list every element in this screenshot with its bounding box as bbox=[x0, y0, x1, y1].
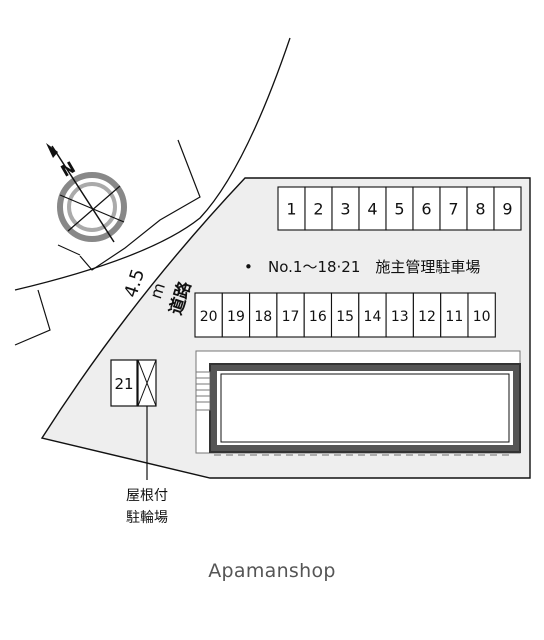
bicycle-label-line2: 駐輪場 bbox=[126, 509, 168, 526]
parking-space-3 bbox=[331, 186, 360, 231]
parking-space-4 bbox=[358, 186, 387, 231]
parking-space-label-2: 2 bbox=[313, 200, 323, 219]
parking-space-label-17: 17 bbox=[282, 309, 300, 325]
parking-space-10 bbox=[467, 292, 496, 338]
apartment-building bbox=[195, 350, 521, 456]
parking-space-label-8: 8 bbox=[475, 200, 485, 219]
parking-space-5 bbox=[385, 186, 414, 231]
parking-space-7 bbox=[439, 186, 468, 231]
parking-space-label-19: 19 bbox=[227, 309, 245, 325]
parking-space-17 bbox=[276, 292, 305, 338]
road-edge-left-corner bbox=[57, 244, 81, 256]
parking-space-6 bbox=[412, 186, 441, 231]
parking-space-label-4: 4 bbox=[367, 200, 377, 219]
parking-note: No.1～18·21 施主管理駐車場 bbox=[268, 258, 480, 276]
parking-space-2 bbox=[304, 186, 333, 231]
parking-space-label-15: 15 bbox=[336, 309, 354, 325]
parking-space-14 bbox=[358, 292, 387, 338]
bicycle-label-line1: 屋根付 bbox=[126, 488, 168, 504]
parking-space-label-14: 14 bbox=[364, 309, 382, 325]
neighbor-boundary-lower bbox=[14, 289, 51, 346]
parking-space-12 bbox=[412, 292, 442, 338]
brand-logo-text: Apamanshop bbox=[208, 560, 336, 582]
compass-icon bbox=[46, 143, 127, 243]
parking-space-label-6: 6 bbox=[421, 200, 431, 219]
parking-space-label-10: 10 bbox=[473, 309, 491, 325]
parking-space-21 bbox=[110, 359, 138, 407]
note-bullet: • bbox=[244, 258, 253, 276]
parking-space-11 bbox=[440, 292, 469, 338]
parking-space-13 bbox=[385, 292, 414, 338]
parking-space-9 bbox=[493, 186, 522, 231]
parking-space-label-16: 16 bbox=[309, 309, 327, 325]
parking-row-bottom: 20 19 18 17 16 15 14 13 12 11 10 bbox=[194, 292, 496, 338]
parking-space-label-13: 13 bbox=[391, 309, 409, 325]
parking-space-19 bbox=[221, 292, 251, 338]
parking-space-label-11: 11 bbox=[445, 309, 463, 325]
parking-space-8 bbox=[466, 186, 495, 231]
parking-space-label-12: 12 bbox=[418, 309, 436, 325]
parking-space-label-7: 7 bbox=[448, 200, 458, 219]
parking-space-label-3: 3 bbox=[340, 200, 350, 219]
parking-space-21-label: 21 bbox=[114, 375, 133, 393]
parking-space-label-20: 20 bbox=[200, 309, 218, 325]
parking-space-label-9: 9 bbox=[502, 200, 512, 219]
parking-space-18 bbox=[249, 292, 278, 338]
neighbor-boundary-upper bbox=[79, 139, 201, 271]
stairs bbox=[195, 371, 211, 411]
parking-space-20 bbox=[194, 292, 223, 338]
parking-space-label-5: 5 bbox=[394, 200, 404, 219]
parking-space-label-1: 1 bbox=[286, 200, 296, 219]
parking-space-label-18: 18 bbox=[254, 309, 272, 325]
road-width-unit: m bbox=[146, 280, 169, 301]
